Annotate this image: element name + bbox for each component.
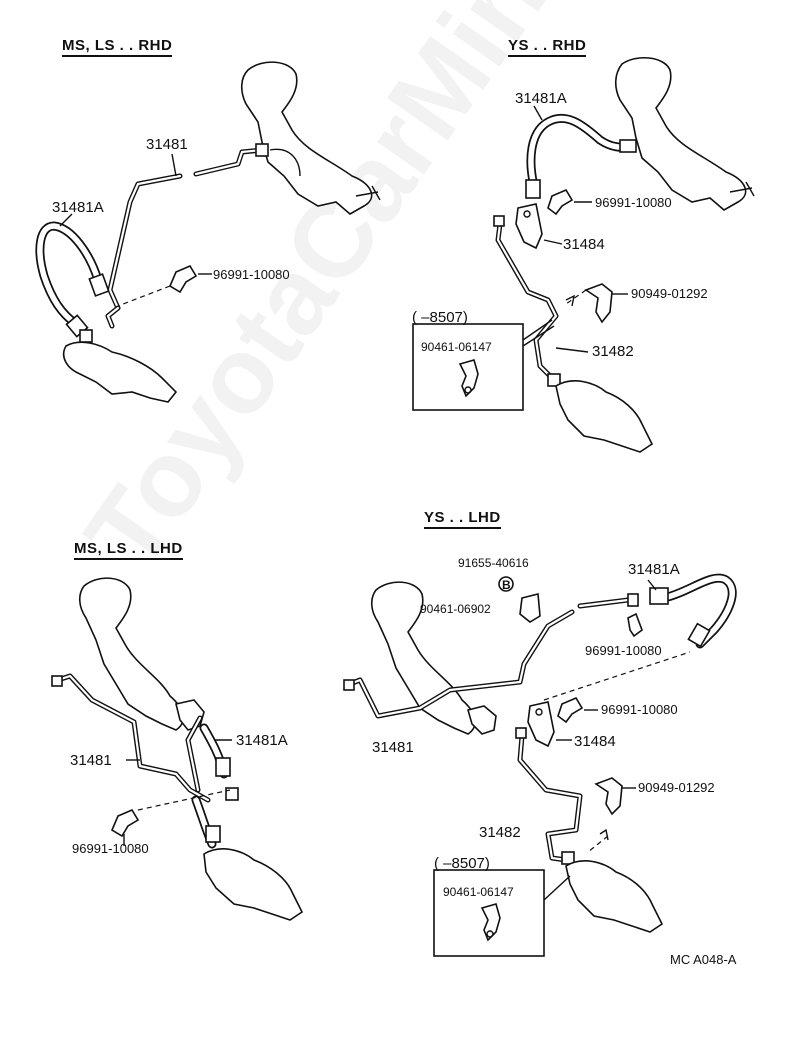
- slave-cylinder-lhd-ys: [565, 860, 664, 933]
- part-label-90461-06902: 90461-06902: [420, 602, 491, 616]
- pipe-31481-lhd-msls: [51, 673, 211, 803]
- section-title-ys-lhd: YS . . LHD: [424, 510, 501, 529]
- range-label: ( –8507): [434, 855, 490, 872]
- pipe-31482-rhd-ys: [493, 215, 561, 387]
- part-label-96991: 96991-10080: [213, 267, 290, 282]
- part-label-96991: 96991-10080: [595, 195, 672, 210]
- hose-31481a-lhd-msls: [191, 723, 239, 849]
- part-label-96991: 96991-10080: [72, 841, 149, 856]
- hose-31481a-rhd-msls: [35, 221, 110, 338]
- part-label-91655: 91655-40616: [458, 556, 529, 570]
- hose-31481a-lhd-ys: [627, 573, 737, 649]
- part-label-31481: 31481: [70, 752, 112, 769]
- clutch-master-cylinder-rhd-msls: [240, 61, 381, 215]
- diagram-code: MC A048-A: [670, 952, 737, 967]
- part-label-90949: 90949-01292: [638, 780, 715, 795]
- part-label-31481a: 31481A: [52, 199, 104, 216]
- slave-cylinder-lhd-msls: [126, 759, 304, 921]
- clutch-master-cylinder-lhd-msls: [78, 577, 205, 731]
- part-label-31481a: 31481A: [628, 561, 680, 578]
- part-label-31482: 31482: [479, 824, 521, 841]
- range-label: ( –8507): [412, 309, 468, 326]
- hose-31481a-rhd-ys: [525, 105, 637, 199]
- part-label-31484: 31484: [574, 733, 616, 750]
- pipe-31481-rhd-msls: [105, 143, 269, 329]
- part-label-90949: 90949-01292: [631, 286, 708, 301]
- inset-box-8507-rhd: [412, 319, 555, 411]
- pipe-31481-lhd-ys: [343, 593, 639, 719]
- section-title-ms-ls-rhd: MS, LS . . RHD: [62, 38, 173, 57]
- slave-cylinder-rhd-ys: [555, 380, 654, 453]
- section-title-ys-rhd: YS . . RHD: [508, 38, 587, 57]
- clip-96991-lhd-msls: [110, 789, 231, 846]
- clamp-90949-rhd-ys: [555, 283, 628, 353]
- part-label-96991: 96991-10080: [601, 702, 678, 717]
- part-label-96991: 96991-10080: [585, 643, 662, 658]
- pipe-31482-lhd-ys: [515, 727, 583, 865]
- part-label-31481: 31481: [372, 739, 414, 756]
- section-title-ms-ls-lhd: MS, LS . . LHD: [74, 541, 183, 560]
- part-label-31481a: 31481A: [236, 732, 288, 749]
- part-label-31484: 31484: [563, 236, 605, 253]
- part-label-31482: 31482: [592, 343, 634, 360]
- part-label-90461-06147: 90461-06147: [443, 885, 514, 899]
- bracket-31484-lhd-ys: [527, 651, 691, 748]
- bracket-90461-06902-lhd-ys: [498, 576, 541, 623]
- bracket-31484-rhd-ys: [515, 188, 592, 250]
- part-label-31481a: 31481A: [515, 90, 567, 107]
- clamp-90949-lhd-ys: [587, 777, 636, 853]
- inset-box-8507-lhd: [433, 869, 571, 957]
- b-mark: B: [502, 578, 511, 592]
- clutch-master-cylinder-rhd-ys: [614, 57, 755, 211]
- part-label-90461-06147: 90461-06147: [421, 340, 492, 354]
- clip-96991-rhd-msls: [117, 264, 212, 307]
- leaders-rhd-msls: [59, 153, 177, 227]
- slave-cylinder-rhd-msls: [62, 329, 178, 403]
- part-label-31481: 31481: [146, 136, 188, 153]
